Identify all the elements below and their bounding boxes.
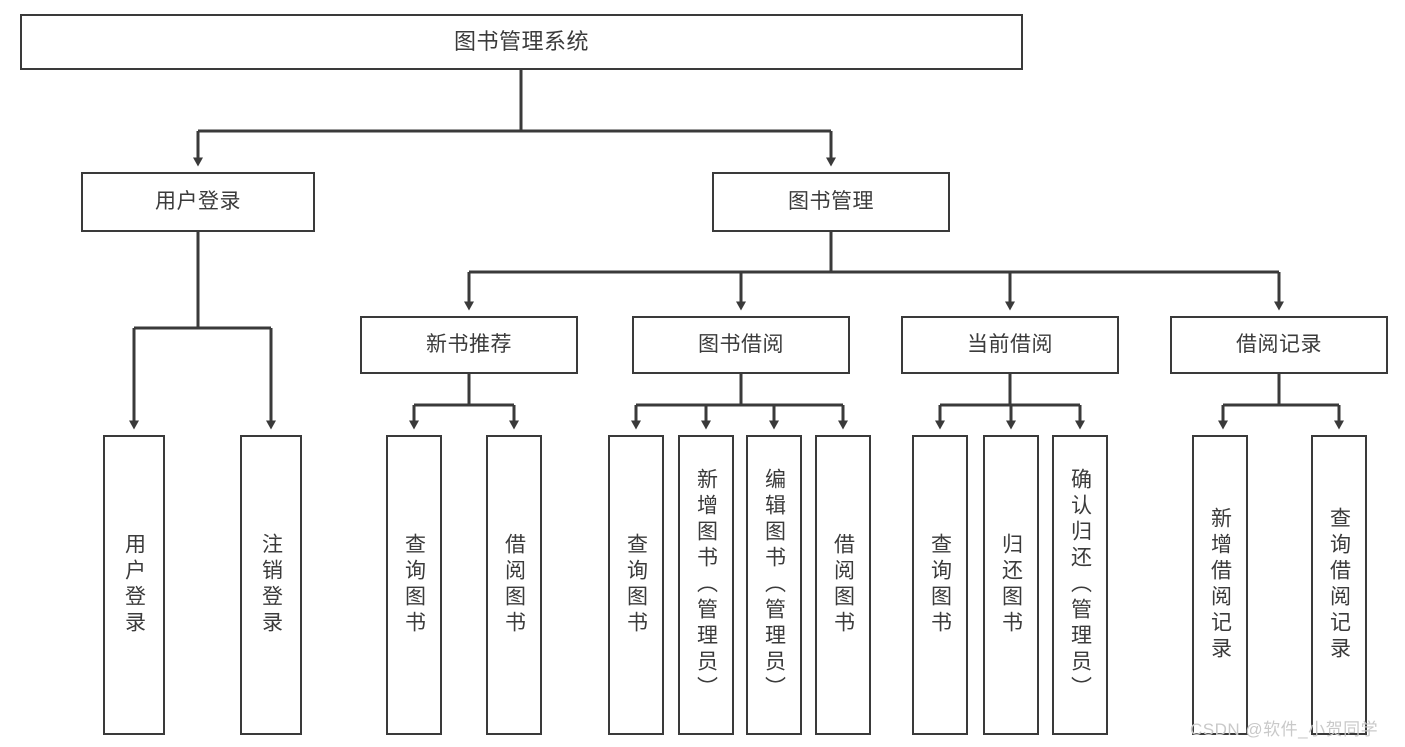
- node-leaf-return-book-label: 归还图书: [999, 533, 1023, 637]
- node-leaf-logout-label: 注销登录: [259, 533, 283, 637]
- node-book-borrow[interactable]: 图书借阅: [632, 316, 850, 374]
- node-leaf-query-record-label: 查询借阅记录: [1327, 507, 1351, 663]
- node-root-system-label: 图书管理系统: [453, 29, 589, 55]
- node-leaf-user-login[interactable]: 用户登录: [103, 435, 165, 735]
- watermark-csdn: CSDN @软件_小贺同学: [1190, 720, 1379, 739]
- node-leaf-user-login-label: 用户登录: [122, 533, 146, 637]
- node-leaf-edit-book[interactable]: 编辑图书（管理员）: [746, 435, 802, 735]
- node-leaf-add-book[interactable]: 新增图书（管理员）: [678, 435, 734, 735]
- node-leaf-borrow-book-1-label: 借阅图书: [502, 533, 526, 637]
- node-current-borrow-label: 当前借阅: [967, 332, 1053, 356]
- node-leaf-query-record[interactable]: 查询借阅记录: [1311, 435, 1367, 735]
- node-current-borrow[interactable]: 当前借阅: [901, 316, 1119, 374]
- node-leaf-confirm-return[interactable]: 确认归还（管理员）: [1052, 435, 1108, 735]
- node-new-book-recommend-label: 新书推荐: [426, 332, 512, 356]
- node-leaf-edit-book-label: 编辑图书（管理员）: [762, 468, 786, 702]
- node-borrow-record[interactable]: 借阅记录: [1170, 316, 1388, 374]
- node-leaf-borrow-book-1[interactable]: 借阅图书: [486, 435, 542, 735]
- node-leaf-logout[interactable]: 注销登录: [240, 435, 302, 735]
- node-borrow-record-label: 借阅记录: [1236, 332, 1322, 356]
- node-leaf-add-record[interactable]: 新增借阅记录: [1192, 435, 1248, 735]
- node-root-system[interactable]: 图书管理系统: [20, 14, 1023, 70]
- node-leaf-query-book-1[interactable]: 查询图书: [386, 435, 442, 735]
- node-user-login[interactable]: 用户登录: [81, 172, 315, 232]
- node-new-book-recommend[interactable]: 新书推荐: [360, 316, 578, 374]
- node-book-borrow-label: 图书借阅: [698, 332, 784, 356]
- node-leaf-borrow-book-2[interactable]: 借阅图书: [815, 435, 871, 735]
- node-leaf-add-book-label: 新增图书（管理员）: [694, 468, 718, 702]
- node-leaf-query-book-2-label: 查询图书: [624, 533, 648, 637]
- node-user-login-label: 用户登录: [155, 189, 241, 213]
- node-leaf-query-book-1-label: 查询图书: [402, 533, 426, 637]
- node-leaf-borrow-book-2-label: 借阅图书: [831, 533, 855, 637]
- node-leaf-query-book-2[interactable]: 查询图书: [608, 435, 664, 735]
- node-leaf-query-book-3-label: 查询图书: [928, 533, 952, 637]
- node-leaf-add-record-label: 新增借阅记录: [1208, 507, 1232, 663]
- node-leaf-return-book[interactable]: 归还图书: [983, 435, 1039, 735]
- node-leaf-query-book-3[interactable]: 查询图书: [912, 435, 968, 735]
- node-book-manage[interactable]: 图书管理: [712, 172, 950, 232]
- node-leaf-confirm-return-label: 确认归还（管理员）: [1068, 468, 1092, 702]
- node-book-manage-label: 图书管理: [788, 189, 874, 213]
